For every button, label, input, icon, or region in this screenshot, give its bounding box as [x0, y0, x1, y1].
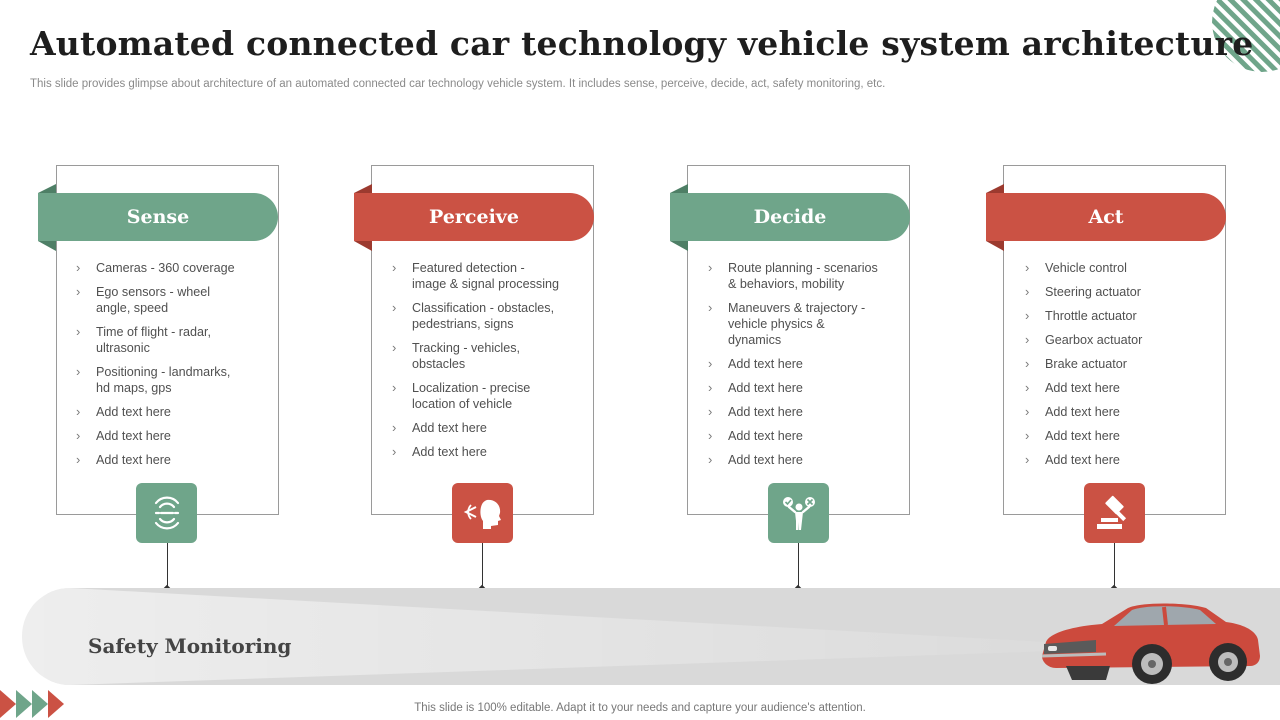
- list-item: Vehicle control: [1025, 260, 1195, 276]
- head-perception-icon: [452, 483, 513, 543]
- list-item: Add text here: [392, 444, 562, 460]
- list-item: Positioning - landmarks, hd maps, gps: [76, 364, 246, 396]
- list-item: Cameras - 360 coverage: [76, 260, 246, 276]
- tab-label: Decide: [753, 206, 827, 228]
- tab-perceive: Perceive: [354, 184, 594, 251]
- list-item: Localization - precise location of vehic…: [392, 380, 562, 412]
- corner-arrows-decoration: [0, 690, 64, 718]
- list-item: Add text here: [1025, 404, 1195, 420]
- connector-line: [482, 543, 483, 589]
- list-item: Throttle actuator: [1025, 308, 1195, 324]
- connector-line: [167, 543, 168, 589]
- list-item: Add text here: [1025, 380, 1195, 396]
- slide-title: Automated connected car technology vehic…: [30, 24, 1254, 63]
- sense-list: Cameras - 360 coverage Ego sensors - whe…: [76, 260, 246, 476]
- tab-label: Act: [1088, 206, 1124, 228]
- list-item: Add text here: [708, 452, 878, 468]
- list-item: Add text here: [1025, 452, 1195, 468]
- tab-label: Perceive: [429, 206, 519, 228]
- list-item: Add text here: [708, 380, 878, 396]
- tab-label: Sense: [126, 206, 190, 228]
- act-list: Vehicle control Steering actuator Thrott…: [1025, 260, 1195, 476]
- list-item: Maneuvers & trajectory - vehicle physics…: [708, 300, 878, 348]
- list-item: Add text here: [708, 356, 878, 372]
- list-item: Steering actuator: [1025, 284, 1195, 300]
- list-item: Ego sensors - wheel angle, speed: [76, 284, 246, 316]
- list-item: Brake actuator: [1025, 356, 1195, 372]
- person-decision-icon: [768, 483, 829, 543]
- list-item: Gearbox actuator: [1025, 332, 1195, 348]
- footer-note: This slide is 100% editable. Adapt it to…: [414, 702, 866, 714]
- tab-decide: Decide: [670, 184, 910, 251]
- list-item: Route planning - scenarios & behaviors, …: [708, 260, 878, 292]
- sensor-wave-icon: [136, 483, 197, 543]
- tab-sense: Sense: [38, 184, 278, 251]
- list-item: Classification - obstacles, pedestrians,…: [392, 300, 562, 332]
- red-car-illustration: [1041, 603, 1260, 684]
- tab-act: Act: [986, 184, 1226, 251]
- list-item: Add text here: [76, 452, 246, 468]
- list-item: Add text here: [76, 428, 246, 444]
- list-item: Add text here: [76, 404, 246, 420]
- list-item: Add text here: [708, 428, 878, 444]
- connector-line: [1114, 543, 1115, 589]
- striped-circle-decoration: [1212, 0, 1280, 72]
- gavel-icon: [1084, 483, 1145, 543]
- decide-list: Route planning - scenarios & behaviors, …: [708, 260, 878, 476]
- list-item: Time of flight - radar, ultrasonic: [76, 324, 246, 356]
- connector-line: [798, 543, 799, 589]
- list-item: Featured detection - image & signal proc…: [392, 260, 562, 292]
- slide-subtitle: This slide provides glimpse about archit…: [30, 78, 886, 90]
- headlight-beam: [22, 588, 1082, 685]
- list-item: Add text here: [708, 404, 878, 420]
- list-item: Tracking - vehicles, obstacles: [392, 340, 562, 372]
- perceive-list: Featured detection - image & signal proc…: [392, 260, 562, 468]
- safety-monitoring-label: Safety Monitoring: [88, 634, 292, 658]
- list-item: Add text here: [1025, 428, 1195, 444]
- list-item: Add text here: [392, 420, 562, 436]
